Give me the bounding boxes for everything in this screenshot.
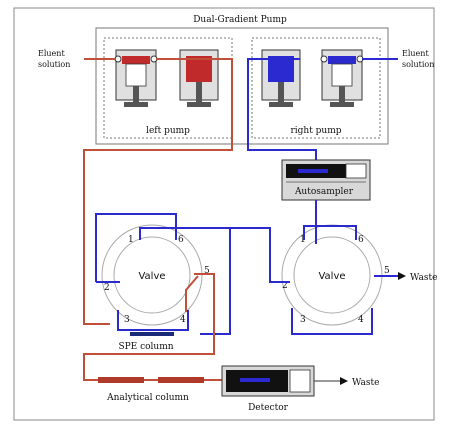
red-column-line	[83, 273, 215, 381]
valve-left-port-5: 5	[204, 266, 210, 276]
red-pump-line	[83, 58, 233, 325]
spe-column-label: SPE column	[118, 342, 173, 352]
analytical-column-1	[98, 377, 144, 383]
pump-title: Dual-Gradient Pump	[193, 15, 287, 25]
valve-right-port-3: 3	[300, 315, 306, 325]
eluent-right-line1: Eluent	[402, 49, 429, 58]
left-pump-head-1	[114, 49, 158, 107]
valve-right-port-5: 5	[384, 266, 390, 276]
valve-right-port-4: 4	[358, 315, 364, 325]
valve-left-port-3: 3	[124, 315, 130, 325]
detector-label: Detector	[248, 403, 289, 413]
analytical-column-label: Analytical column	[106, 393, 189, 403]
left-pump-label: left pump	[146, 126, 190, 136]
right-pump-head-2	[320, 49, 364, 107]
valve-right-port-6: 6	[358, 235, 364, 245]
valve-left-port-4: 4	[180, 315, 186, 325]
red-left-valve-inner	[185, 275, 199, 312]
valve-right-port-2: 2	[282, 281, 288, 291]
waste-right-label: Waste	[410, 273, 437, 283]
valve-left-label: Valve	[138, 271, 165, 282]
blue-right-loop	[303, 225, 357, 240]
blue-loop-left-1	[95, 213, 177, 282]
pump-enclosure	[95, 27, 389, 145]
autosampler	[281, 159, 371, 201]
valve-left-port-1: 1	[128, 235, 134, 245]
eluent-left-line1: Eluent	[38, 49, 65, 58]
valve-right-label: Valve	[318, 271, 345, 282]
valve-right-port-1: 1	[300, 235, 306, 245]
right-pump-box	[251, 37, 381, 139]
eluent-right-line2: solution	[402, 60, 434, 69]
waste-detector-label: Waste	[352, 378, 379, 388]
analytical-column-2	[158, 377, 204, 383]
right-pump-label: right pump	[290, 126, 341, 136]
autosampler-label: Autosampler	[294, 187, 354, 197]
blue-right-bottom-loop	[291, 308, 373, 335]
outer-frame	[13, 7, 435, 421]
valve-left-port-2: 2	[104, 283, 110, 293]
waste-arrow-right	[398, 272, 406, 280]
waste-arrow-detector	[340, 377, 348, 385]
blue-pump-line	[247, 58, 317, 162]
eluent-left-line2: solution	[38, 60, 70, 69]
detector	[221, 365, 315, 397]
blue-left-bottom-loop	[117, 310, 189, 331]
blue-valve-connect	[230, 227, 290, 283]
spe-column	[130, 332, 174, 336]
valve-left-port-6: 6	[178, 235, 184, 245]
